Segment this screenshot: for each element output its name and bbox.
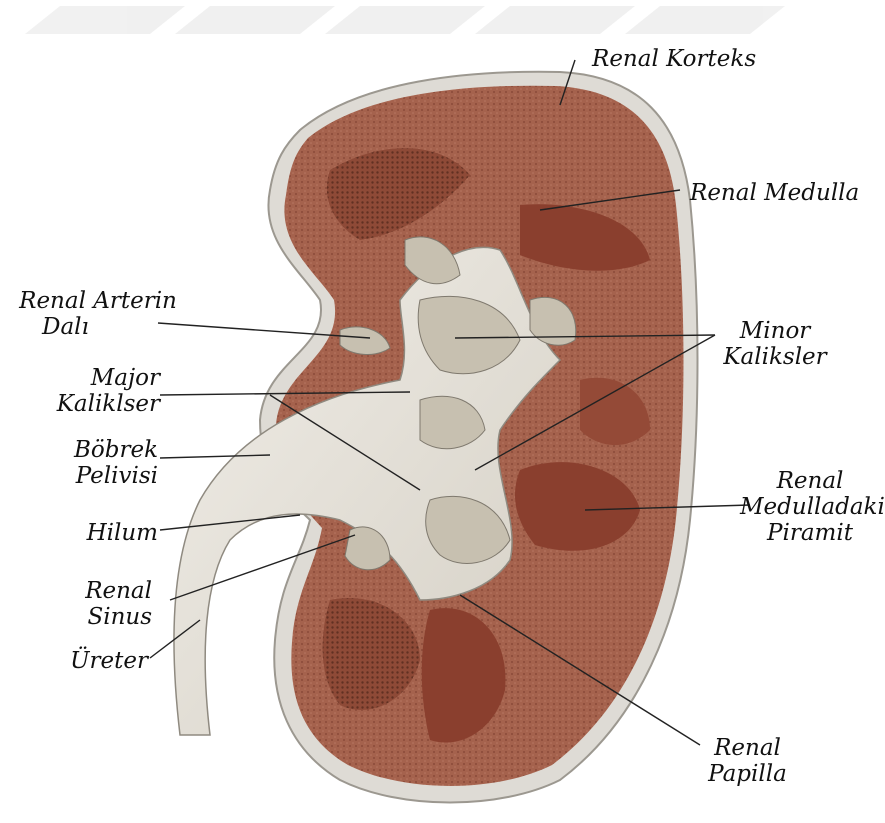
label-ureter: Üreter — [40, 648, 148, 674]
label-major-kaliklser: Major Kaliklser — [40, 365, 160, 417]
label-renal-korteks: Renal Korteks — [592, 46, 756, 72]
label-hilum: Hilum — [40, 520, 158, 546]
label-renal-sinus: Renal Sinus — [40, 578, 152, 630]
label-minor-kaliksler: Minor Kaliksler — [715, 318, 835, 370]
label-renal-papilla: Renal Papilla — [700, 735, 795, 787]
watermark-bands — [25, 6, 785, 34]
label-renal-medulla: Renal Medulla — [690, 180, 859, 206]
label-bobrek-pelvisi: Böbrek Pelivisi — [40, 437, 158, 489]
label-renal-medulladaki-piramit: Renal Medulladaki Piramit — [740, 468, 880, 546]
label-renal-arterin-dali: Renal Arterin Dalı — [8, 288, 188, 340]
